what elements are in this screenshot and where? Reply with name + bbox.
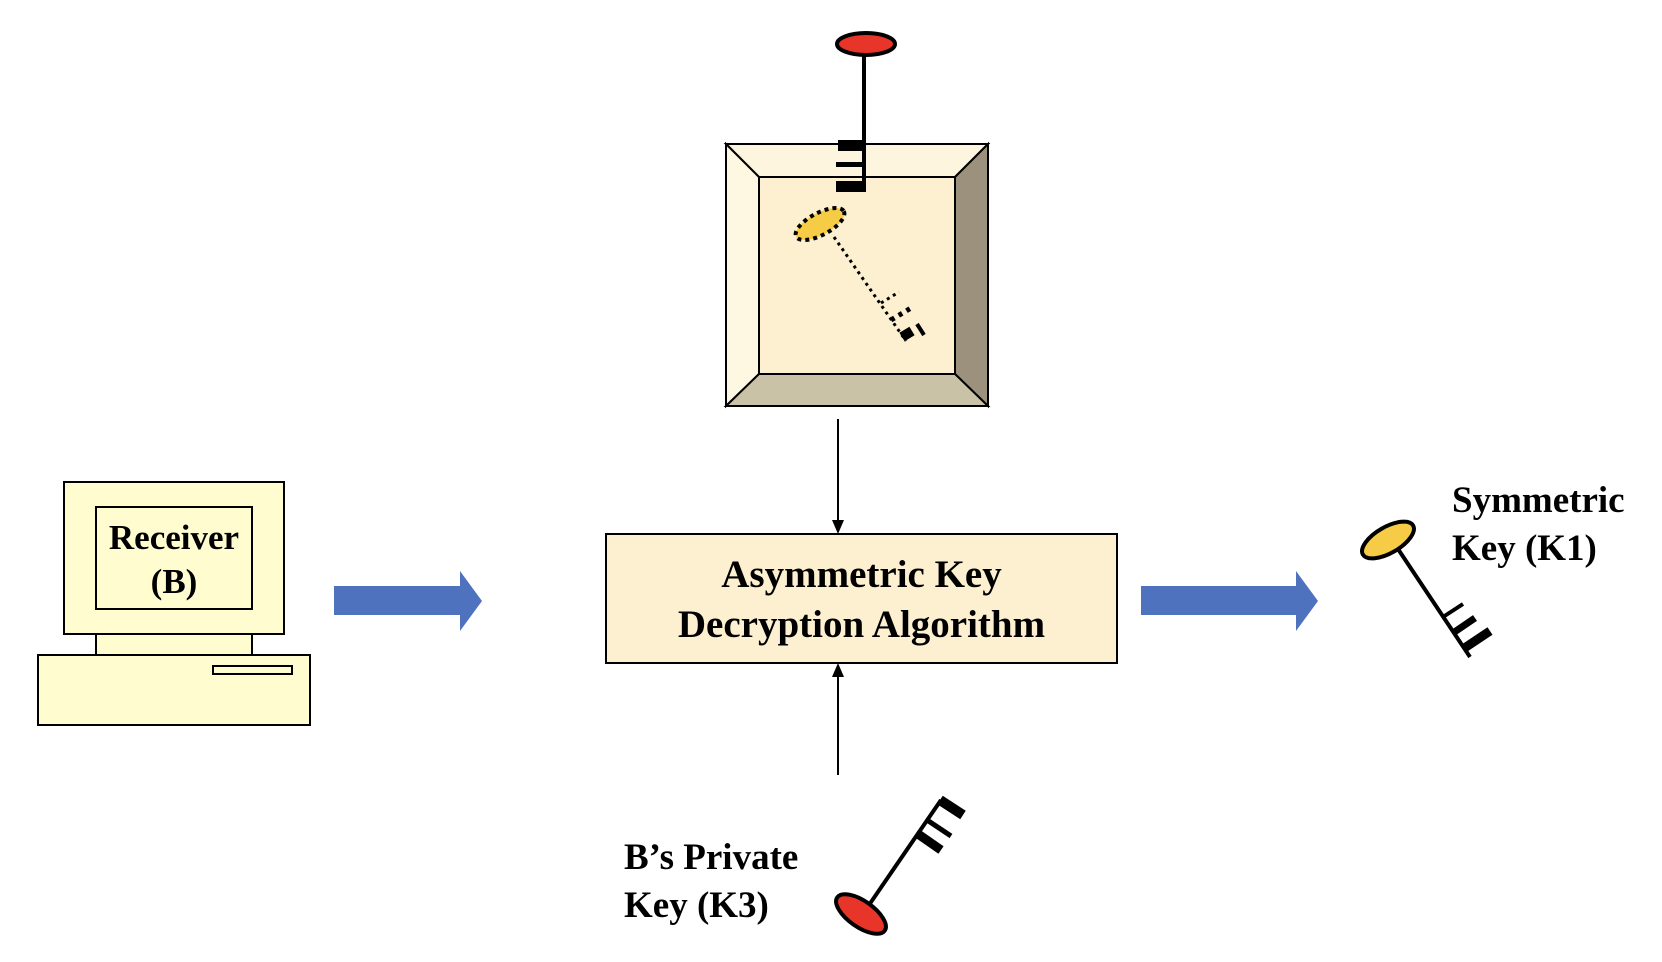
receiver-computer-icon xyxy=(37,481,311,726)
bevel-right xyxy=(954,141,989,409)
algorithm-label-line2: Decryption Algorithm xyxy=(677,602,1046,646)
private-key-label: B’s Private Key (K3) xyxy=(624,834,798,930)
algorithm-box xyxy=(605,533,1118,664)
private-key-icon xyxy=(834,795,966,936)
flow-arrow-left xyxy=(334,571,482,631)
bevel-left xyxy=(725,141,760,409)
symmetric-key-icon xyxy=(1360,519,1493,659)
bevel-bottom xyxy=(723,373,991,407)
private-key-label-line2: Key (K3) xyxy=(624,885,769,927)
symmetric-key-label: Symmetric Key (K1) xyxy=(1452,477,1625,573)
private-key-label-line1: B’s Private xyxy=(624,837,799,878)
algorithm-label-line1: Asymmetric Key xyxy=(721,553,1002,596)
monitor-screen xyxy=(95,506,253,610)
connector-arrow-top xyxy=(832,419,844,534)
disk-slot xyxy=(212,665,293,675)
receiver-label-line2: (B) xyxy=(150,561,198,601)
encrypted-symmetric-key-icon xyxy=(793,206,926,342)
symmetric-key-label-line1: Symmetric xyxy=(1452,480,1625,521)
monitor-neck xyxy=(95,633,253,656)
receiver-label: Receiver (B) xyxy=(96,516,252,604)
private-key-in-lock-icon xyxy=(835,31,897,192)
lockbox-face xyxy=(758,176,956,375)
flow-arrow-right xyxy=(1141,571,1318,631)
receiver-label-line1: Receiver xyxy=(108,518,240,557)
algorithm-label: Asymmetric Key Decryption Algorithm xyxy=(606,550,1117,649)
symmetric-key-label-line2: Key (K1) xyxy=(1452,528,1597,570)
lockbox-icon xyxy=(723,31,991,409)
connector-arrow-bottom xyxy=(832,663,844,775)
